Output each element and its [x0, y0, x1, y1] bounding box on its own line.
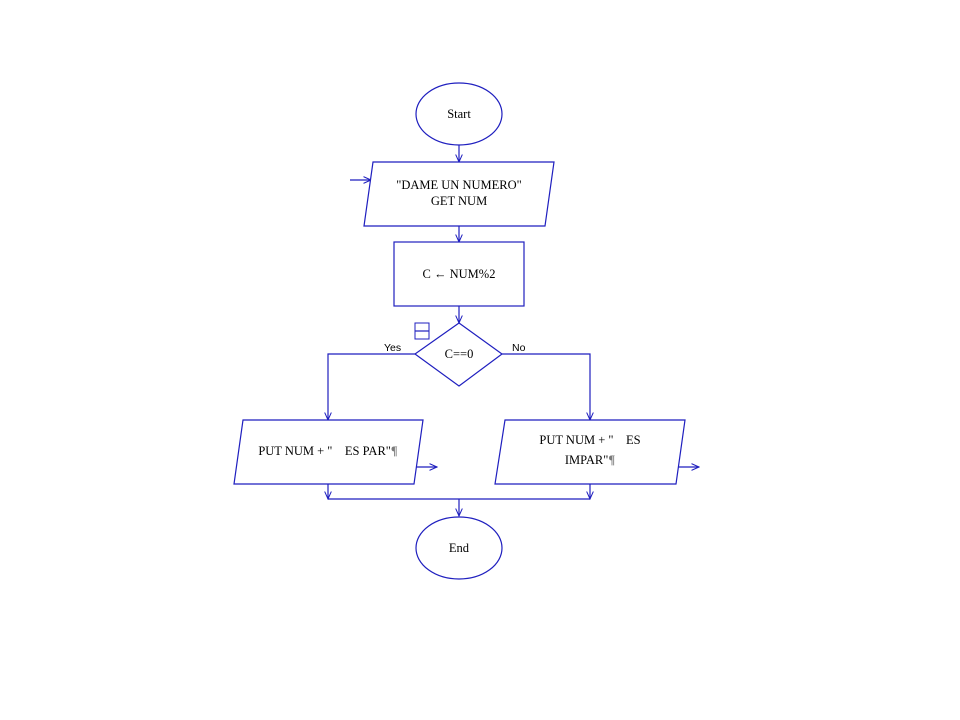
decision-node[interactable]: C==0	[413, 322, 504, 387]
start-label: Start	[447, 107, 471, 121]
edge-no-branch	[502, 353, 590, 420]
start-node[interactable]: Start	[415, 82, 503, 146]
edge-yes-branch	[328, 353, 415, 420]
start-ellipse	[415, 82, 503, 146]
connectors	[328, 145, 699, 516]
output-impar-line2: IMPAR"¶	[565, 453, 616, 467]
input-node[interactable]: "DAME UN NUMERO" GET NUM	[363, 161, 555, 227]
collapse-icon[interactable]	[414, 322, 430, 340]
assign-rect	[393, 241, 525, 307]
assign-node[interactable]: C ← NUM%2	[393, 241, 525, 307]
decision-text: C==0	[445, 347, 474, 361]
input-get-text: GET NUM	[431, 194, 487, 208]
input-prompt-text: "DAME UN NUMERO"	[396, 178, 521, 192]
no-label: No	[512, 342, 526, 354]
assign-text: C ← NUM%2	[423, 267, 496, 281]
output-impar-node[interactable]: PUT NUM + " ES IMPAR"¶	[494, 419, 686, 485]
output-impar-parallelogram	[494, 419, 686, 485]
yes-label: Yes	[384, 342, 401, 354]
input-parallelogram	[363, 161, 555, 227]
output-par-node[interactable]: PUT NUM + " ES PAR"¶	[233, 419, 424, 485]
output-impar-line1: PUT NUM + " ES	[539, 433, 640, 447]
end-ellipse	[415, 516, 503, 580]
end-node[interactable]: End	[415, 516, 503, 580]
end-label: End	[449, 541, 470, 555]
output-impar-pilcrow: ¶	[608, 453, 615, 467]
output-par-text: PUT NUM + " ES PAR"¶	[258, 444, 398, 458]
output-impar-line2-body: IMPAR"	[565, 453, 609, 467]
decision-diamond	[413, 322, 504, 387]
output-par-parallelogram	[233, 419, 424, 485]
output-par-text-body: PUT NUM + " ES PAR"	[258, 444, 391, 458]
output-par-pilcrow: ¶	[391, 444, 398, 458]
